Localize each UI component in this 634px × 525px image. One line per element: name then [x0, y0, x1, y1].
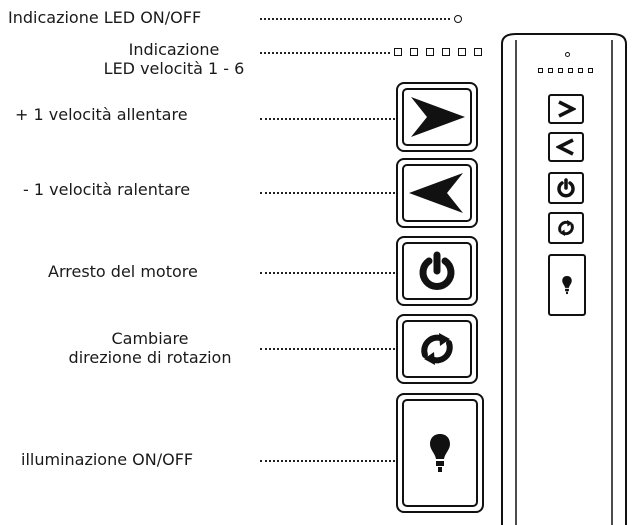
light-bulb-icon — [430, 434, 450, 472]
leader-line-led-speed — [260, 52, 390, 54]
chevron-right-icon — [411, 97, 465, 137]
light-bulb-icon — [562, 275, 572, 295]
led-speed-2 — [410, 48, 418, 56]
label-led-speed-line1: Indicazione — [128, 40, 220, 59]
label-direction-line2: direzione di rotazion — [68, 348, 232, 367]
remote-led-speed-5 — [578, 68, 583, 73]
led-onoff-indicator — [454, 15, 462, 23]
led-speed-4 — [442, 48, 450, 56]
remote-led-speed-6 — [588, 68, 593, 73]
remote-led-speed-1 — [538, 68, 543, 73]
label-speed-down: - 1 velocità ralentare — [23, 180, 191, 199]
led-speed-3 — [426, 48, 434, 56]
light-button[interactable] — [396, 393, 484, 513]
remote-direction-button[interactable] — [548, 212, 584, 244]
remote-speed-up-button[interactable] — [548, 94, 584, 124]
led-speed-5 — [458, 48, 466, 56]
remote-led-speed-2 — [548, 68, 553, 73]
remote-motor-stop-button[interactable] — [548, 172, 584, 204]
label-led-onoff: Indicazione LED ON/OFF — [8, 8, 202, 27]
chevron-left-icon — [556, 138, 574, 156]
leader-line-speed-up — [260, 118, 395, 120]
label-led-speed: Indicazione LED velocità 1 - 6 — [84, 40, 264, 78]
rotate-arrows-icon — [558, 220, 574, 236]
remote-led-onoff-indicator — [565, 52, 570, 57]
remote-light-button[interactable] — [548, 254, 586, 316]
power-icon — [557, 178, 575, 198]
leader-line-light — [260, 460, 395, 462]
rotate-arrows-icon — [421, 333, 453, 365]
leader-line-led-onoff — [260, 18, 450, 20]
label-direction: Cambiare direzione di rotazion — [40, 329, 260, 367]
chevron-right-icon — [558, 100, 576, 118]
chevron-left-icon — [409, 173, 463, 213]
leader-line-direction — [260, 348, 395, 350]
remote-speed-down-button[interactable] — [548, 132, 584, 162]
speed-down-button[interactable] — [396, 158, 478, 228]
label-speed-up: + 1 velocità allentare — [15, 105, 188, 124]
label-direction-line1: Cambiare — [111, 329, 189, 348]
remote-led-speed-3 — [558, 68, 563, 73]
label-light-onoff: illuminazione ON/OFF — [21, 450, 194, 469]
leader-line-speed-down — [260, 192, 395, 194]
led-speed-1 — [394, 48, 402, 56]
remote-led-speed-4 — [568, 68, 573, 73]
label-motor-stop: Arresto del motore — [48, 262, 198, 281]
label-led-speed-line2: LED velocità 1 - 6 — [103, 59, 245, 78]
speed-up-button[interactable] — [396, 82, 478, 152]
power-icon — [419, 251, 455, 290]
direction-button[interactable] — [396, 314, 478, 384]
led-speed-6 — [474, 48, 482, 56]
leader-line-motor-stop — [260, 272, 395, 274]
motor-stop-button[interactable] — [396, 236, 478, 306]
